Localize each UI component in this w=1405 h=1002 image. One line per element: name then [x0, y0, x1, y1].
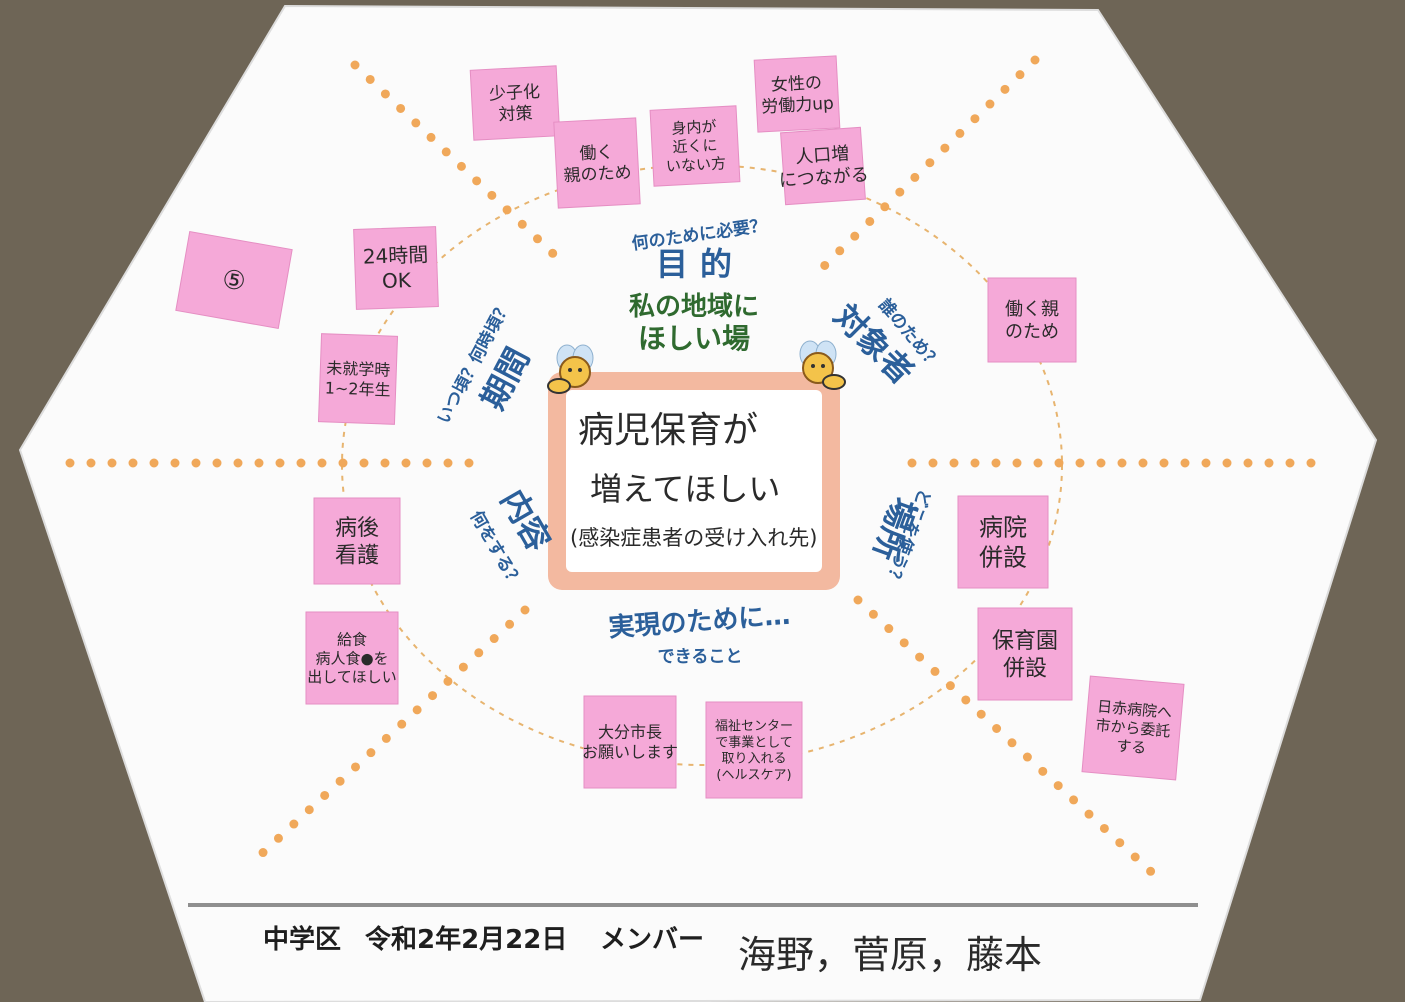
sticky-note-text: OK [382, 268, 413, 293]
sticky-note-paper [649, 105, 741, 187]
center-text-line2: 増えてほしい [590, 470, 780, 508]
realize-subtitle: できること [658, 647, 743, 667]
sticky-note-text: のため [1005, 322, 1059, 343]
sticky-note-text: 対策 [498, 104, 533, 126]
sticky-note-text: する [1116, 737, 1147, 758]
sticky-note-text: 保育園 [992, 629, 1058, 654]
sticky-note-paper [313, 497, 401, 585]
footer-members-label: メンバー [600, 925, 704, 955]
sticky-note-text: 福祉センター [715, 719, 793, 734]
sticky-note-paper [553, 117, 641, 209]
sticky-note-text: 併設 [979, 543, 1027, 571]
sticky-note-paper [780, 126, 866, 206]
center-text-line3: (感染症患者の受け入れ先) [570, 526, 817, 550]
sticky-note-paper [175, 230, 293, 330]
sticky-notes: 少子化対策働く親のため身内が近くにいない方女性の労働力up人口増につながる⑤24… [175, 55, 1185, 799]
sticky-note-text: で事業として [715, 734, 793, 750]
sticky-note-text: 1~2年生 [324, 378, 390, 399]
bee-right-icon [799, 340, 846, 390]
radial-dotted-lines [65, 55, 1335, 885]
sticky-note-text: 人口増 [795, 143, 850, 168]
center-header-line2: ほしい場 [638, 322, 750, 355]
sticky-note-text: いない方 [666, 154, 727, 175]
footer-members: 海野，菅原，藤本 [738, 933, 1042, 977]
sticky-note: ⑤ [175, 230, 293, 330]
sticky-note-text: 病院 [979, 513, 1027, 541]
sticky-note-text: ⑤ [220, 264, 248, 298]
sticky-note-text: 取り入れる [721, 752, 786, 767]
sticky-note-text: 出してほしい [307, 668, 397, 686]
sticky-note-text: (ヘルスケア) [716, 768, 791, 783]
sticky-note-paper [957, 495, 1049, 589]
sticky-note-text: 24時間 [362, 242, 428, 268]
sticky-note-text: 親のため [563, 163, 632, 187]
sticky-note-paper [987, 277, 1077, 363]
footer-district: 中学区 [263, 924, 341, 955]
sticky-note-text: 近くに [672, 136, 718, 156]
sticky-note-paper [317, 333, 399, 425]
sticky-note-text: 未就学時 [326, 358, 391, 379]
sticky-note-text: お願いします [582, 743, 678, 762]
sticky-note-paper [353, 226, 439, 310]
sticky-note-paper [583, 695, 677, 789]
sticky-note-paper [705, 701, 803, 799]
sticky-note-text: 働く親 [1005, 299, 1059, 320]
sticky-note-paper [977, 607, 1073, 701]
sticky-note-text: 少子化 [489, 82, 541, 105]
sticky-note-paper [1081, 675, 1185, 781]
sticky-note-text: 病後 [335, 516, 379, 541]
sticky-note-text: 病人食●を [315, 649, 388, 667]
center-text-line1: 病児保育が [578, 410, 758, 451]
sticky-note-text: 看護 [335, 543, 379, 568]
sticky-note-text: 給食 [337, 631, 367, 649]
bee-left-icon [547, 344, 594, 394]
center-frame-inner [566, 390, 822, 572]
sticky-note-text: 働く [579, 142, 614, 164]
sticky-note-text: 大分市長 [598, 723, 662, 742]
sticky-note-text: 併設 [1003, 656, 1047, 681]
sticky-note-paper [469, 65, 561, 141]
purpose-title: 目的 [656, 245, 744, 283]
footer-date: 令和2年2月22日 [365, 924, 567, 955]
sticky-note-paper [753, 55, 841, 133]
sticky-note-text: 労働力up [761, 94, 835, 118]
center-header-line1: 私の地域に [629, 292, 759, 322]
sticky-note-paper [305, 611, 399, 705]
sticky-note-text: 身内が [671, 117, 717, 137]
sticky-note-text: 女性の [771, 73, 823, 96]
